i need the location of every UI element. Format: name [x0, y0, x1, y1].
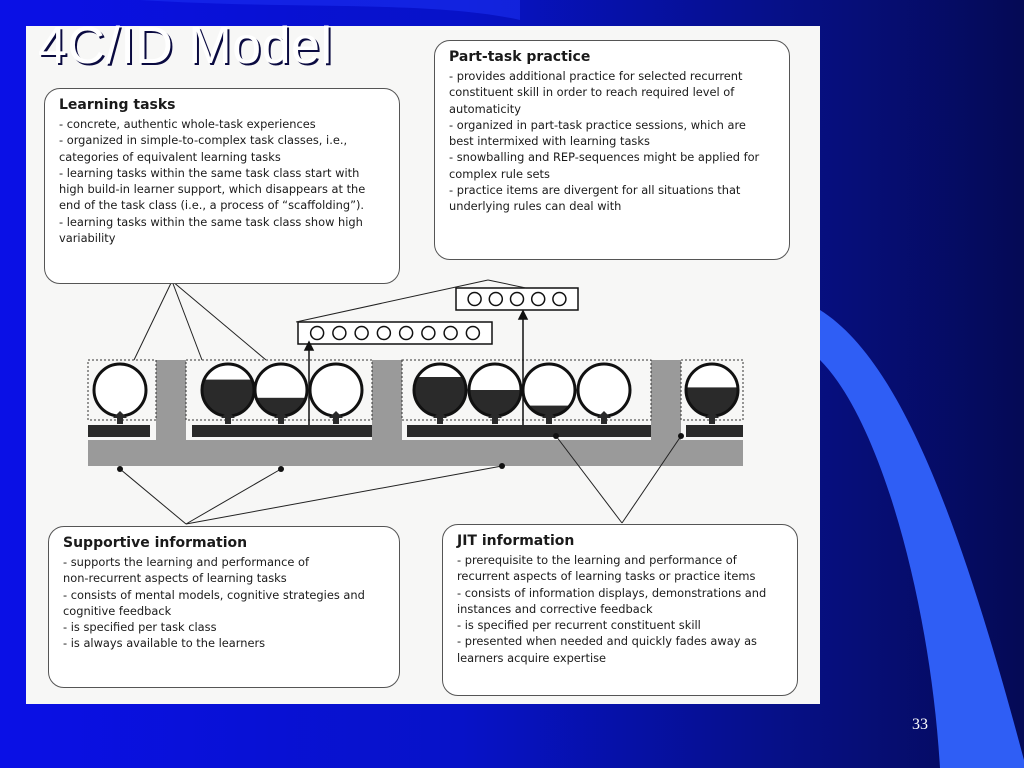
part-task-practice-line-4: - organized in part-task practice sessio… — [449, 117, 746, 132]
practice-item — [332, 325, 347, 341]
jit-information-line-4: instances and corrective feedback — [457, 601, 653, 616]
supportive-information-line-6: - is always available to the learners — [63, 636, 266, 651]
jit-information-bars — [88, 425, 743, 437]
jit-information-line-1: - prerequisite to the learning and perfo… — [457, 553, 737, 567]
learning-task-circles — [92, 362, 740, 424]
practice-item — [509, 291, 525, 307]
model-figure: Learning tasks - concrete, authentic who… — [26, 26, 820, 704]
learning-tasks-card: Learning tasks - concrete, authentic who… — [44, 88, 400, 284]
part-task-practice-line-9: underlying rules can deal with — [449, 199, 622, 214]
learning-tasks-line-2: - organized in simple-to-complex task cl… — [59, 133, 348, 148]
part-task-practice-items — [297, 287, 579, 345]
learning-task-4 — [308, 362, 364, 424]
part-task-practice-line-5: best intermixed with learning tasks — [449, 134, 650, 149]
learning-task-8 — [576, 362, 632, 424]
learning-tasks-line-6: end of the task class (i.e., a process o… — [59, 198, 365, 213]
practice-arrows — [303, 309, 529, 425]
practice-item — [354, 325, 369, 341]
supportive-information-line-2: non-recurrent aspects of learning tasks — [63, 571, 287, 586]
practice-item — [488, 291, 504, 307]
connector-dots — [117, 433, 684, 472]
learning-task-9 — [684, 362, 740, 424]
learning-task-3 — [253, 362, 309, 424]
jit-information-line-2: recurrent aspects of learning tasks or p… — [457, 569, 756, 584]
supportive-information-line-3: - consists of mental models, cognitive s… — [63, 587, 365, 602]
part-task-practice-line-8: - practice items are divergent for all s… — [449, 183, 741, 198]
learning-tasks-line-7: - learning tasks within the same task cl… — [59, 214, 363, 229]
learning-task-1 — [92, 362, 148, 424]
practice-item — [398, 325, 414, 341]
part-task-practice-line-2: constituent skill in order to reach requ… — [449, 85, 735, 100]
practice-item — [530, 291, 546, 307]
task-class-structure — [88, 360, 743, 466]
practice-item — [465, 325, 481, 341]
learning-task-6 — [467, 362, 523, 424]
part-task-practice-line-3: automaticity — [449, 101, 521, 116]
part-task-practice-line-6: - snowballing and REP-sequences might be… — [449, 150, 760, 165]
practice-item — [309, 325, 325, 341]
supportive-information-line-4: cognitive feedback — [63, 603, 172, 618]
learning-task-7 — [521, 362, 577, 424]
supportive-information-line-1: - supports the learning and performance … — [63, 555, 310, 569]
practice-session-2 — [455, 287, 579, 311]
part-task-practice-title: Part-task practice — [449, 49, 591, 65]
jit-information-line-6: - presented when needed and quickly fade… — [457, 634, 757, 649]
supportive-information-line-5: - is specified per task class — [63, 620, 217, 635]
learning-task-5 — [412, 362, 468, 424]
part-task-practice-line-7: complex rule sets — [449, 166, 550, 181]
practice-item — [443, 325, 458, 341]
connector-lines — [119, 279, 682, 525]
learning-tasks-line-5: high build-in learner support, which dis… — [59, 182, 366, 197]
practice-item — [467, 291, 482, 307]
part-task-practice-line-1: - provides additional practice for selec… — [449, 69, 743, 83]
practice-item — [376, 325, 392, 341]
slide-title: 4C/ID Model — [38, 17, 333, 75]
learning-tasks-title: Learning tasks — [59, 97, 176, 113]
practice-session-1 — [297, 321, 493, 345]
supportive-information-title: Supportive information — [63, 535, 248, 551]
jit-information-line-3: - consists of information displays, demo… — [457, 585, 767, 600]
practice-item — [421, 325, 436, 341]
supportive-information-card: Supportive information - supports the le… — [48, 526, 400, 688]
learning-task-2 — [200, 362, 256, 424]
jit-information-line-5: - is specified per recurrent constituent… — [457, 618, 701, 633]
practice-item — [552, 291, 567, 307]
diagram-canvas — [87, 279, 744, 525]
learning-tasks-line-1: - concrete, authentic whole-task experie… — [59, 117, 316, 131]
learning-tasks-line-3: categories of equivalent learning tasks — [59, 149, 281, 164]
learning-tasks-line-4: - learning tasks within the same task cl… — [59, 165, 360, 180]
jit-information-title: JIT information — [457, 533, 575, 549]
learning-tasks-line-8: variability — [59, 231, 116, 246]
part-task-practice-card: Part-task practice - provides additional… — [434, 40, 790, 260]
jit-information-card: JIT information - prerequisite to the le… — [442, 524, 798, 696]
jit-information-line-7: learners acquire expertise — [457, 650, 607, 665]
page-number: 33 — [912, 716, 928, 733]
